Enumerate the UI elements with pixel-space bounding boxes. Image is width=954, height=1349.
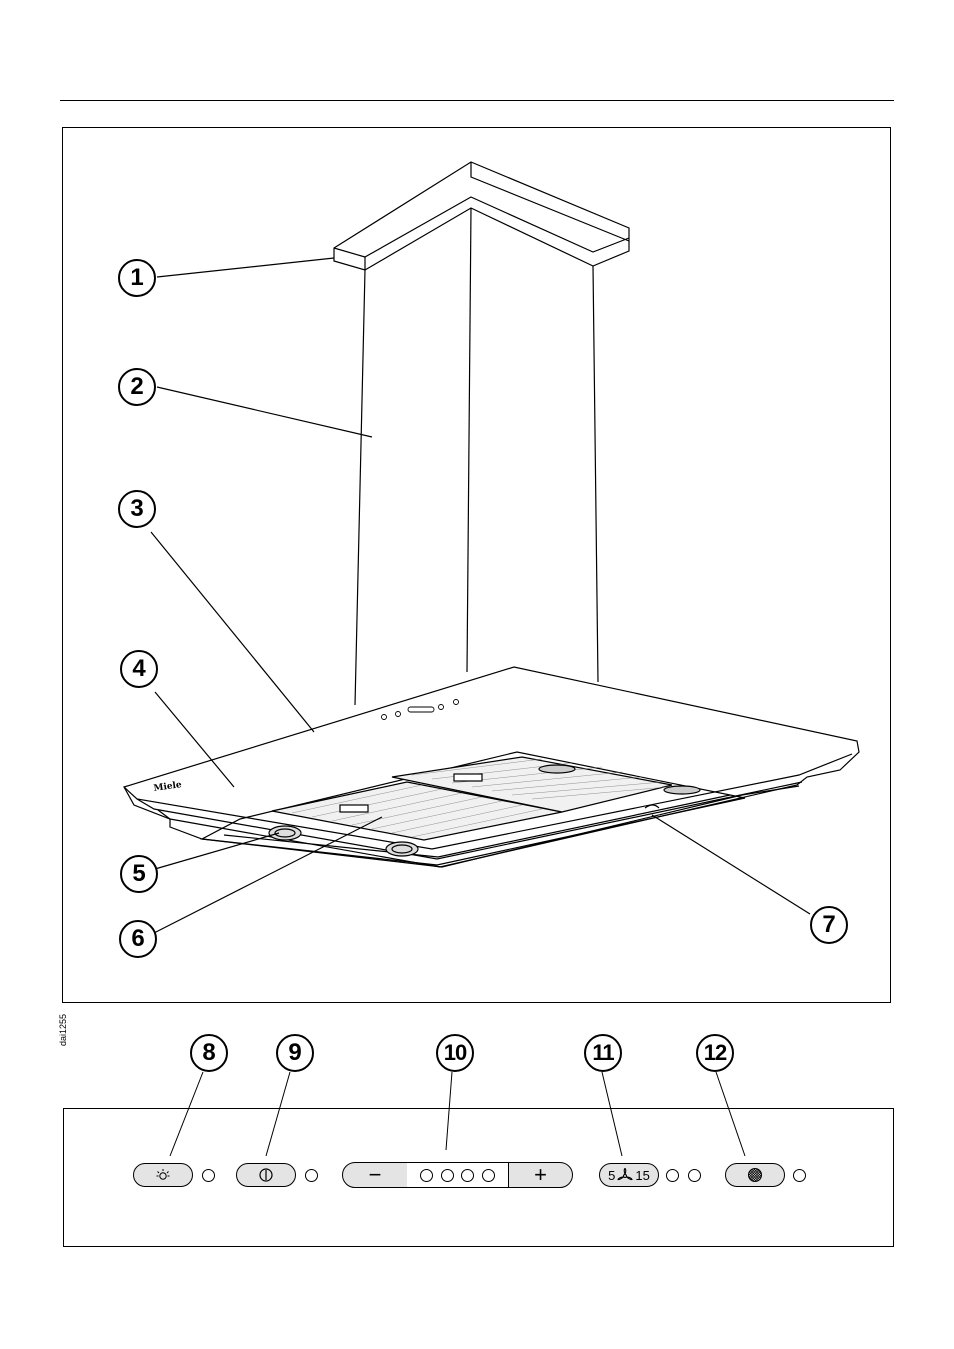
callout-6: 6 (119, 920, 157, 958)
callout-1: 1 (118, 259, 156, 297)
power-button[interactable] (236, 1163, 296, 1187)
fan-icon (616, 1167, 634, 1183)
fan-speed-led-1 (420, 1169, 433, 1182)
fan-speed-led-4 (482, 1169, 495, 1182)
drawing-code: dai1255 (58, 1014, 68, 1046)
callout-12: 12 (696, 1034, 734, 1072)
filter-indicator-led (793, 1169, 806, 1182)
fan-run-on-min-label: 5 (608, 1168, 615, 1183)
filter-button[interactable] (725, 1163, 785, 1187)
callout-2: 2 (118, 368, 156, 406)
fan-speed-plus-button[interactable]: + (508, 1162, 573, 1188)
callout-10: 10 (436, 1034, 474, 1072)
cooker-hood-illustration: Miele (62, 127, 891, 1003)
grease-filter-icon (747, 1167, 763, 1183)
fan-run-on-max-label: 15 (635, 1168, 649, 1183)
run-on-5-led (666, 1169, 679, 1182)
callout-4: 4 (120, 650, 158, 688)
light-indicator-led (202, 1169, 215, 1182)
fan-speed-minus-button[interactable]: − (342, 1162, 408, 1188)
power-indicator-led (305, 1169, 318, 1182)
fan-speed-indicators (407, 1162, 508, 1188)
fan-speed-led-2 (441, 1169, 454, 1182)
callout-11: 11 (584, 1034, 622, 1072)
fan-speed-led-3 (461, 1169, 474, 1182)
light-button[interactable] (133, 1163, 193, 1187)
callout-5: 5 (120, 855, 158, 893)
callout-9: 9 (276, 1034, 314, 1072)
header-rule (60, 100, 894, 101)
callout-7: 7 (810, 906, 848, 944)
callout-3: 3 (118, 490, 156, 528)
power-icon (258, 1167, 274, 1183)
callout-8: 8 (190, 1034, 228, 1072)
light-icon (155, 1167, 171, 1183)
fan-run-on-button[interactable]: 5 15 (599, 1163, 659, 1187)
run-on-15-led (688, 1169, 701, 1182)
